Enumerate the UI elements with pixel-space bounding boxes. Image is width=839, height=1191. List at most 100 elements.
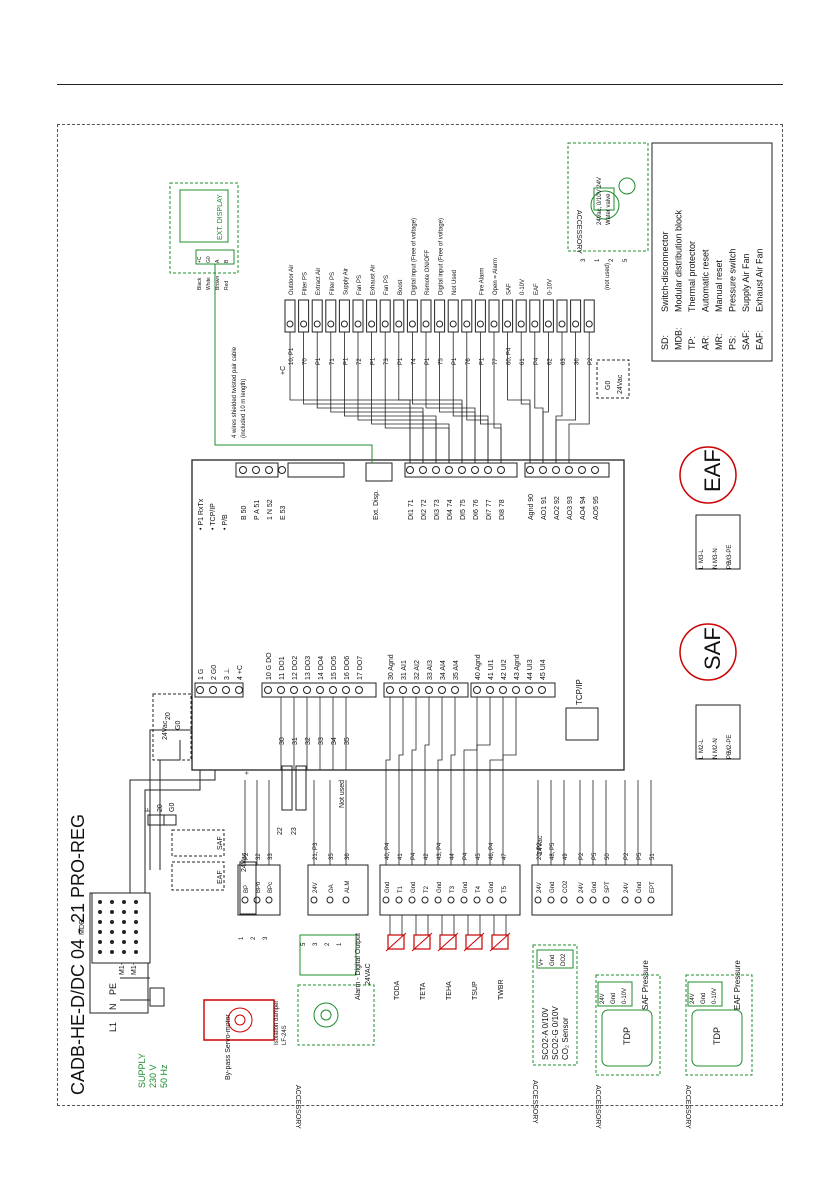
- bottom-terminal-number: 47: [502, 853, 508, 860]
- supply-pe: PE: [108, 983, 118, 995]
- input-terminal-number: P1: [371, 357, 377, 365]
- left-wire-number: 30: [279, 737, 286, 745]
- bottom-terminal-label: Gnd: [411, 882, 417, 893]
- controller-left-terminal: 34 AI4: [440, 660, 447, 680]
- input-terminal-number: 76: [466, 358, 472, 365]
- tdp-saf-title: SAF Pressure: [641, 960, 650, 1010]
- controller-right-terminal: • P/B: [222, 514, 229, 530]
- input-terminal-number: 75: [439, 358, 445, 365]
- tdp-eaf-pin: 24V: [690, 993, 696, 1004]
- motor-pin: N: [713, 565, 719, 569]
- bottom-terminal-label: Gnd: [592, 882, 598, 893]
- bottom-terminal-number: 42: [424, 853, 430, 860]
- saf-tp-label: SAF: [217, 836, 224, 850]
- input-label: Exhaust Air: [371, 265, 377, 295]
- bottom-terminal-number: 32: [256, 853, 262, 860]
- input-terminal-number: 62: [547, 358, 553, 365]
- bottom-terminal-number: 51: [650, 853, 656, 860]
- bottom-terminal-number: P2: [579, 852, 585, 860]
- controller-left-terminal: 40 Agnd: [475, 654, 482, 680]
- bottom-terminal-number: P4: [411, 852, 417, 860]
- motor-pin: N: [713, 755, 719, 759]
- valve-not-used: (not used): [605, 263, 611, 290]
- bottom-terminal-label: ALM: [345, 881, 351, 893]
- ext-display-pin-label: Red: [224, 281, 230, 290]
- input-terminal-number: 71: [330, 358, 336, 365]
- fuse-label: G0: [169, 803, 176, 812]
- bottom-terminal-number: 46, P4: [489, 842, 495, 860]
- bottom-terminal-number: P2: [244, 852, 250, 860]
- bottom-terminal-number: 21, P3: [313, 842, 319, 860]
- sensor-label: TWBR: [498, 979, 505, 1000]
- plus-c-top: +C: [280, 366, 287, 375]
- diagram-frame: [57, 124, 783, 1106]
- bottom-terminal-number: 44: [450, 853, 456, 860]
- bottom-terminal-label: T5: [502, 885, 508, 893]
- input-terminal-number: 61: [520, 358, 526, 365]
- valve-pin: 5: [623, 258, 629, 262]
- controller-left-terminal: 31 AI1: [401, 660, 408, 680]
- controller-right-terminal: • P1 RxTx: [198, 498, 205, 530]
- controller-left-terminal: 4 +C: [237, 665, 244, 680]
- supply-phase: L1: [108, 1022, 118, 1032]
- legend-abbr: PS:: [728, 335, 738, 350]
- ext-display-pin: G0: [206, 256, 212, 263]
- damper-model: LF-24S: [282, 1025, 288, 1045]
- eaf-tp-box: [171, 861, 225, 891]
- bottom-terminal-number: 40, P4: [385, 842, 391, 860]
- controller-left-terminal: 17 DO7: [357, 656, 364, 680]
- controller-right-terminals: [235, 462, 610, 478]
- bottom-terminal-label: SPT: [605, 881, 611, 893]
- valve-accessory-title: ACCESSORY: [575, 210, 582, 254]
- valve-pin: 1: [595, 258, 601, 262]
- co2-supply: 24Vac: [537, 835, 544, 855]
- controller-left-terminal: 13 DO3: [305, 656, 312, 680]
- eaf-tp-label: EAF: [217, 870, 224, 884]
- bypass-servo: [203, 861, 275, 1041]
- input-label: Remote ON/OFF: [425, 249, 431, 295]
- controller-left-terminal: 14 DO4: [318, 656, 325, 680]
- bypass-pin: 3: [263, 936, 269, 940]
- motor-pin: PE: [727, 561, 733, 569]
- input-label: Digital input (Free of voltage): [439, 218, 445, 295]
- bottom-terminal-number: 41: [398, 853, 404, 860]
- left-wire-number: 34: [331, 737, 338, 745]
- supply-frequency: 50 Hz: [159, 1064, 169, 1088]
- legend-text: Automatic reset: [701, 249, 711, 312]
- motor-wire: M3-L: [699, 549, 705, 563]
- bottom-terminal-label: 24V: [313, 882, 319, 893]
- g0-box: [596, 359, 630, 399]
- input-terminal-number: P1: [316, 357, 322, 365]
- ext-display-pin: A: [215, 259, 221, 263]
- controller-left-terminal: 16 DO6: [344, 656, 351, 680]
- tdp-eaf-title: EAF Pressure: [733, 960, 742, 1010]
- controller-left-terminal: 30 Agnd: [388, 654, 395, 680]
- valve-label: 24Vac, 0/10V 24V: [597, 177, 603, 225]
- controller-right-terminal: • TCP/IP: [210, 503, 217, 530]
- bottom-terminal-number: 45: [476, 853, 482, 860]
- motor-pin: L: [699, 755, 705, 759]
- input-terminal-number: 10, P1: [289, 347, 295, 365]
- supply-neutral: N: [108, 1004, 118, 1011]
- input-label: Open = Alarm: [493, 258, 499, 295]
- tdp-eaf: TDP: [685, 974, 753, 1076]
- controller-left-terminal: 42 UI2: [501, 659, 508, 680]
- bottom-terminal-label: BP: [244, 885, 250, 893]
- bottom-terminal-label: EPT: [650, 881, 656, 893]
- bottom-terminal-label: 24V: [579, 882, 585, 893]
- co2-pin: DO2: [561, 953, 567, 966]
- input-label: 0-10V: [547, 279, 553, 295]
- controller-left-terminal: 32 AI2: [414, 660, 421, 680]
- controller-right-terminal: DI3 73: [434, 499, 441, 520]
- controller-right-terminal: AO5 95: [593, 496, 600, 520]
- ext-display-pin: B: [224, 259, 230, 263]
- controller-right-terminal: 1 N 52: [267, 499, 274, 520]
- co2-pin: V+: [539, 958, 545, 966]
- motor-wire: M2-PE: [727, 735, 733, 753]
- legend-abbr: MR:: [714, 334, 724, 351]
- controller-right-terminal: DI5 75: [460, 499, 467, 520]
- bottom-terminal-label: Gnd: [463, 882, 469, 893]
- input-terminal-number: P2: [588, 357, 594, 365]
- bottom-terminal-label: Gnd: [637, 882, 643, 893]
